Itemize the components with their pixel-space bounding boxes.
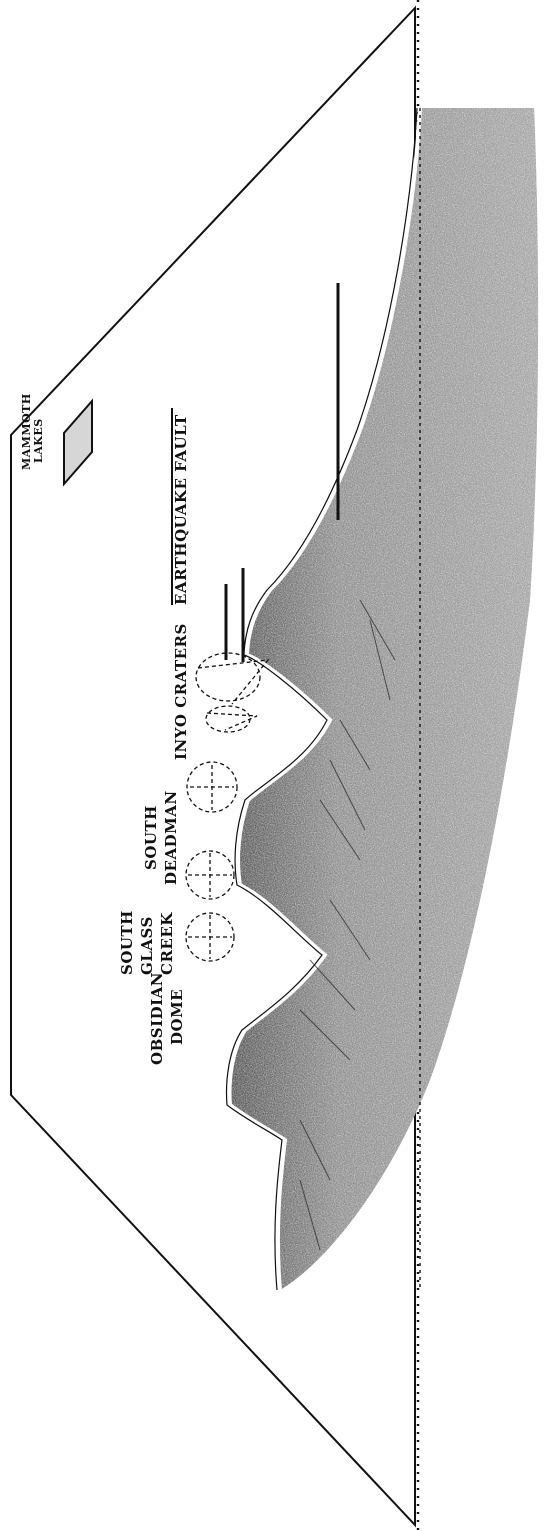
- inyo-crater-cones: [196, 653, 268, 732]
- label-obsidian-dome-1: OBSIDIAN: [148, 972, 166, 1065]
- label-south-glass-creek-1: SOUTH: [118, 910, 136, 975]
- labels: MAMMOTH LAKES EARTHQUAKE FAULT INYO CRAT…: [20, 393, 190, 1065]
- label-south-deadman-1: SOUTH: [142, 805, 160, 870]
- mammoth-lakes-box: [64, 401, 92, 484]
- label-south-deadman-2: DEADMAN: [162, 790, 180, 885]
- label-south-glass-creek-2: GLASS: [138, 916, 156, 975]
- label-obsidian-dome-2: DOME: [168, 989, 186, 1045]
- label-inyo-craters: INYO CRATERS: [172, 623, 190, 760]
- vent-domes: [186, 762, 237, 961]
- label-earthquake-fault: EARTHQUAKE FAULT: [172, 414, 190, 605]
- label-south-glass-creek-3: CREEK: [158, 912, 176, 975]
- label-mammoth-lakes-2: LAKES: [32, 418, 45, 463]
- dike-body: [227, 108, 539, 1290]
